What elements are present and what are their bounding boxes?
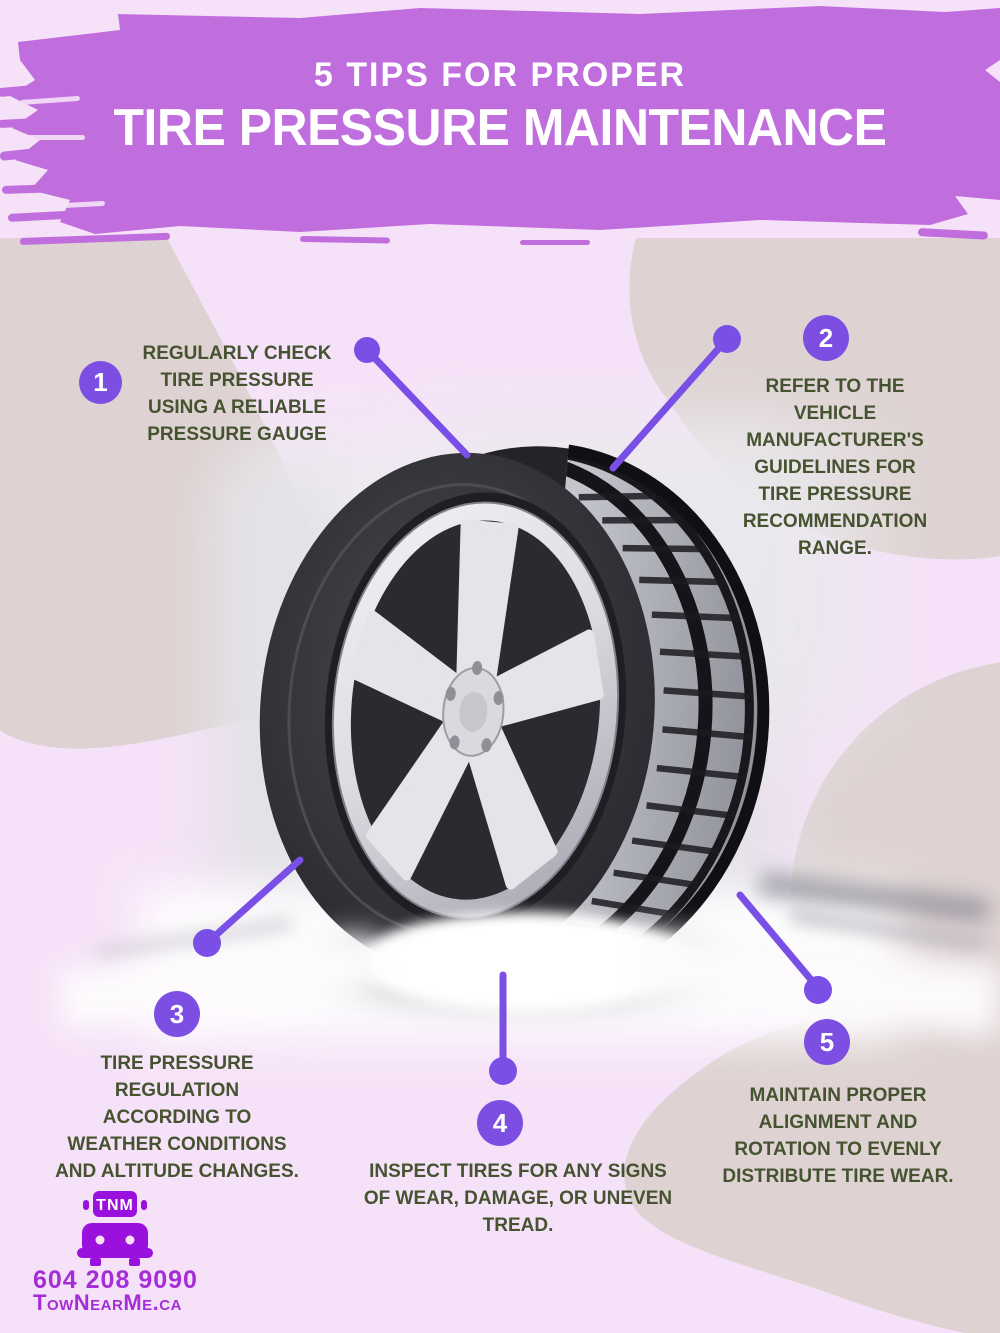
truck-bumper (77, 1248, 153, 1258)
connector-dot (354, 337, 380, 363)
tip-3-text: TIRE PRESSURE REGULATION ACCORDING TO WE… (55, 1053, 299, 1182)
connector-dot (804, 976, 832, 1004)
page-title: TIRE PRESSURE MAINTENANCE (113, 99, 887, 157)
snow-mound (358, 912, 692, 1012)
truck-headlight-right (125, 1235, 135, 1245)
website-url: TowNearMe.ca (33, 1290, 182, 1315)
logo-text: TNM (96, 1197, 134, 1214)
tip-4-number-badge: 4 (477, 1100, 523, 1146)
blob-top-right (629, 238, 1000, 560)
tire-image (259, 442, 770, 994)
tip-2-number-badge: 2 (803, 315, 849, 361)
tip-5-text: MAINTAIN PROPER ALIGNMENT AND ROTATION T… (722, 1085, 954, 1187)
logo-sign (93, 1191, 137, 1217)
tip-4-text: INSPECT TIRES FOR ANY SIGNS OF WEAR, DAM… (363, 1161, 673, 1236)
connector-dot (713, 325, 741, 353)
truck-headlight-left (95, 1235, 105, 1245)
tip-1-text: REGULARLY CHECK TIRE PRESSURE USING A RE… (142, 343, 332, 445)
connector-dot (193, 929, 221, 957)
header-brush-stroke (0, 6, 1000, 245)
tire-group (259, 442, 770, 994)
tip-1-number-badge: 1 (79, 361, 122, 404)
truck-wheel-left (90, 1258, 101, 1266)
tnm-truck-logo: TNM (77, 1191, 153, 1266)
header-subtitle: 5 TIPS FOR PROPER (313, 56, 687, 94)
truck-body (82, 1223, 148, 1255)
truck-wheel-right (129, 1258, 140, 1266)
tip-3-number-badge: 3 (154, 991, 200, 1037)
blob-bottom-right (624, 992, 1000, 1333)
logo-right-light (141, 1200, 147, 1210)
tip-2-text: REFER TO THE VEHICLE MANUFACTURER'S GUID… (742, 376, 928, 559)
connector-dot (489, 1057, 517, 1085)
phone-number: 604 208 9090 (33, 1266, 198, 1294)
logo-left-light (83, 1200, 89, 1210)
tip-5-number-badge: 5 (804, 1019, 850, 1065)
